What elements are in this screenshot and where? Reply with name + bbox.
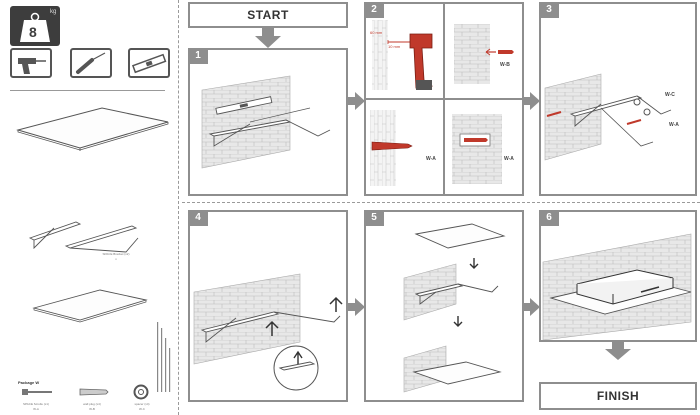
- tool-screwdriver: [70, 48, 112, 78]
- label-w-c: W-C: [665, 92, 675, 98]
- tool-drill: [10, 48, 52, 78]
- screw-icon: [22, 389, 52, 395]
- step-4-panel: 4: [188, 210, 348, 402]
- label-w-b: W-B: [500, 62, 510, 68]
- glass-shelf-illustration: [16, 107, 169, 151]
- package-item-label: spacer (x4): [134, 402, 150, 406]
- step-number: 6: [541, 212, 559, 226]
- plug-in-wall-illustration: [452, 114, 502, 184]
- drill-icon: [18, 58, 46, 74]
- wall-plug-icon: [79, 388, 109, 396]
- finish-label: FINISH: [596, 389, 640, 403]
- step-number: 3: [541, 4, 559, 18]
- bracket-illustration: [28, 221, 139, 253]
- arrow-down-icon: [255, 28, 281, 48]
- label-w-a: W-A: [426, 156, 436, 162]
- weight-icon: [20, 12, 50, 42]
- step-1-illustration: [201, 75, 331, 169]
- package-item-qty: W-C: [139, 407, 145, 411]
- weight-unit: kg: [50, 9, 57, 15]
- step-2-divider-h: [366, 98, 522, 100]
- weight-limit-badge: 8 kg: [10, 6, 60, 46]
- step-4-illustration: [193, 273, 343, 391]
- insert-plug-illustration: [454, 24, 514, 84]
- step-3-illustration: [544, 73, 672, 161]
- step-6-panel: 6: [539, 210, 697, 342]
- arrow-right-icon: [347, 298, 365, 316]
- tool-spirit-level: [128, 48, 170, 78]
- bracket-count: x: [115, 257, 117, 261]
- package-title: Package W: [18, 380, 40, 385]
- drill-depth-label: 60 mm: [370, 30, 383, 35]
- step-number: 1: [190, 50, 208, 64]
- panel-separator: [178, 0, 179, 415]
- step-6-illustration: [542, 233, 692, 340]
- spirit-level-icon: [131, 53, 167, 74]
- drill-into-wall-illustration: [372, 20, 434, 90]
- label-w-a: W-A: [504, 156, 514, 162]
- step-5-panel: 5: [364, 210, 524, 402]
- package-item-label: wall plug (x4): [83, 402, 101, 406]
- spacer-icon: [133, 384, 149, 400]
- legal-vertical-text: [157, 322, 171, 392]
- step-5-illustration: [403, 223, 506, 393]
- package-item-label: SPACE Scrolle (x1): [23, 402, 49, 406]
- arrow-right-icon: [522, 298, 540, 316]
- weight-value: 8: [29, 24, 37, 40]
- step-3-panel: 3 W-C W-A: [539, 2, 697, 196]
- screwdriver-icon: [76, 52, 106, 74]
- finish-banner: FINISH: [539, 382, 697, 410]
- arrow-down-icon: [605, 342, 631, 360]
- step-number: 2: [366, 4, 384, 18]
- arrow-right-icon: [522, 92, 540, 110]
- drill-bit-label: 10 mm: [388, 44, 401, 49]
- step-number: 4: [190, 212, 208, 226]
- label-w-a: W-A: [669, 122, 679, 128]
- package-item-qty: W-A: [33, 407, 39, 411]
- arrow-right-icon: [347, 92, 365, 110]
- screw-insert-illustration: [370, 110, 413, 186]
- start-label: START: [247, 8, 289, 22]
- step-2-panel: 2 60 mm 10 mm W-B W-A W-A: [364, 2, 524, 196]
- glass-shelf-small-illustration: [32, 289, 148, 323]
- start-banner: START: [188, 2, 348, 28]
- parts-divider: [10, 90, 165, 91]
- package-item-qty: W-B: [89, 407, 95, 411]
- bracket-caption: SPACE Bracket (x2): [102, 252, 130, 256]
- step-1-panel: 1: [188, 48, 348, 196]
- row-separator: [182, 202, 700, 203]
- step-number: 5: [366, 212, 384, 226]
